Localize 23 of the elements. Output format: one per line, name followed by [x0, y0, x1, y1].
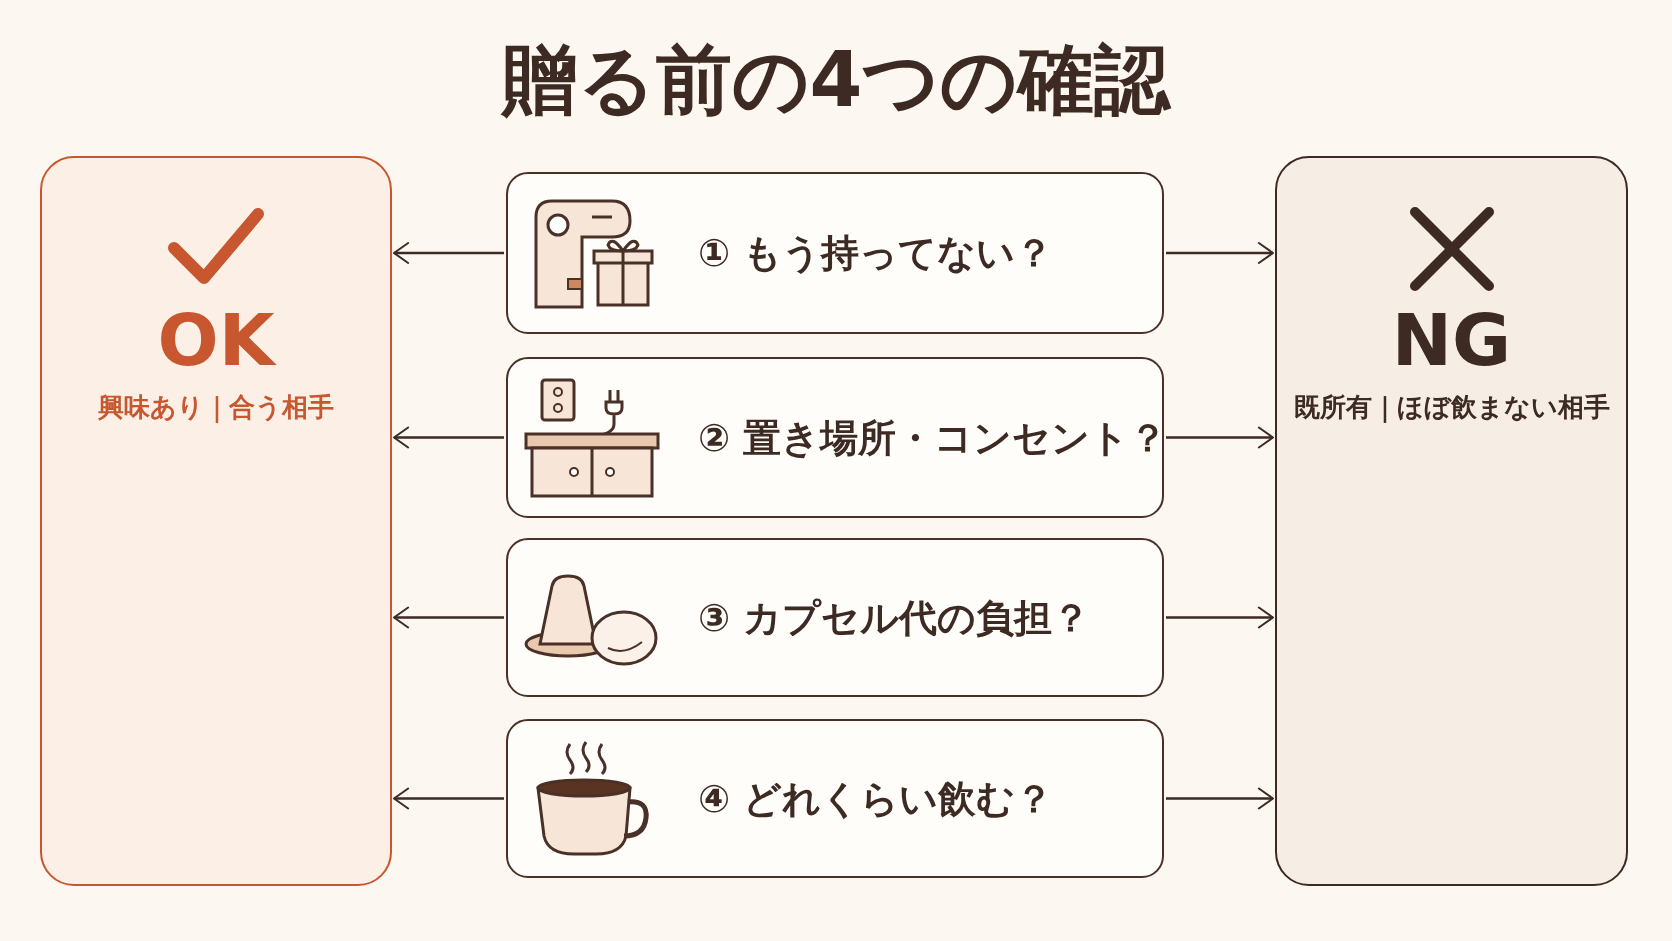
- arrow: [393, 787, 504, 810]
- arrow: [1166, 426, 1274, 449]
- question-box: [506, 538, 1164, 697]
- question-text: ① もう持ってない？: [698, 229, 1054, 277]
- verdict-note: 既所有｜ほぼ飲まない相手: [1292, 391, 1611, 425]
- arrow: [393, 426, 504, 449]
- verdict-label: OK: [156, 298, 278, 382]
- question-box: [506, 357, 1164, 518]
- title: 贈る前の4つの確認: [499, 34, 1172, 126]
- arrow: [1166, 242, 1274, 264]
- arrow: [1166, 787, 1274, 810]
- result-panel: [1275, 156, 1628, 886]
- verdict-label: NG: [1390, 298, 1513, 382]
- arrow: [1166, 606, 1274, 629]
- verdict-note: 興味あり｜合う相手: [97, 391, 335, 425]
- arrow: [393, 242, 504, 264]
- question-text: ② 置き場所・コンセント？: [698, 414, 1168, 461]
- question-box: [506, 719, 1164, 878]
- result-panel: [40, 156, 392, 886]
- question-text: ③ カプセル代の負担？: [698, 594, 1091, 641]
- question-text: ④ どれくらい飲む？: [698, 775, 1054, 822]
- question-box: [506, 172, 1164, 334]
- arrow: [393, 606, 504, 629]
